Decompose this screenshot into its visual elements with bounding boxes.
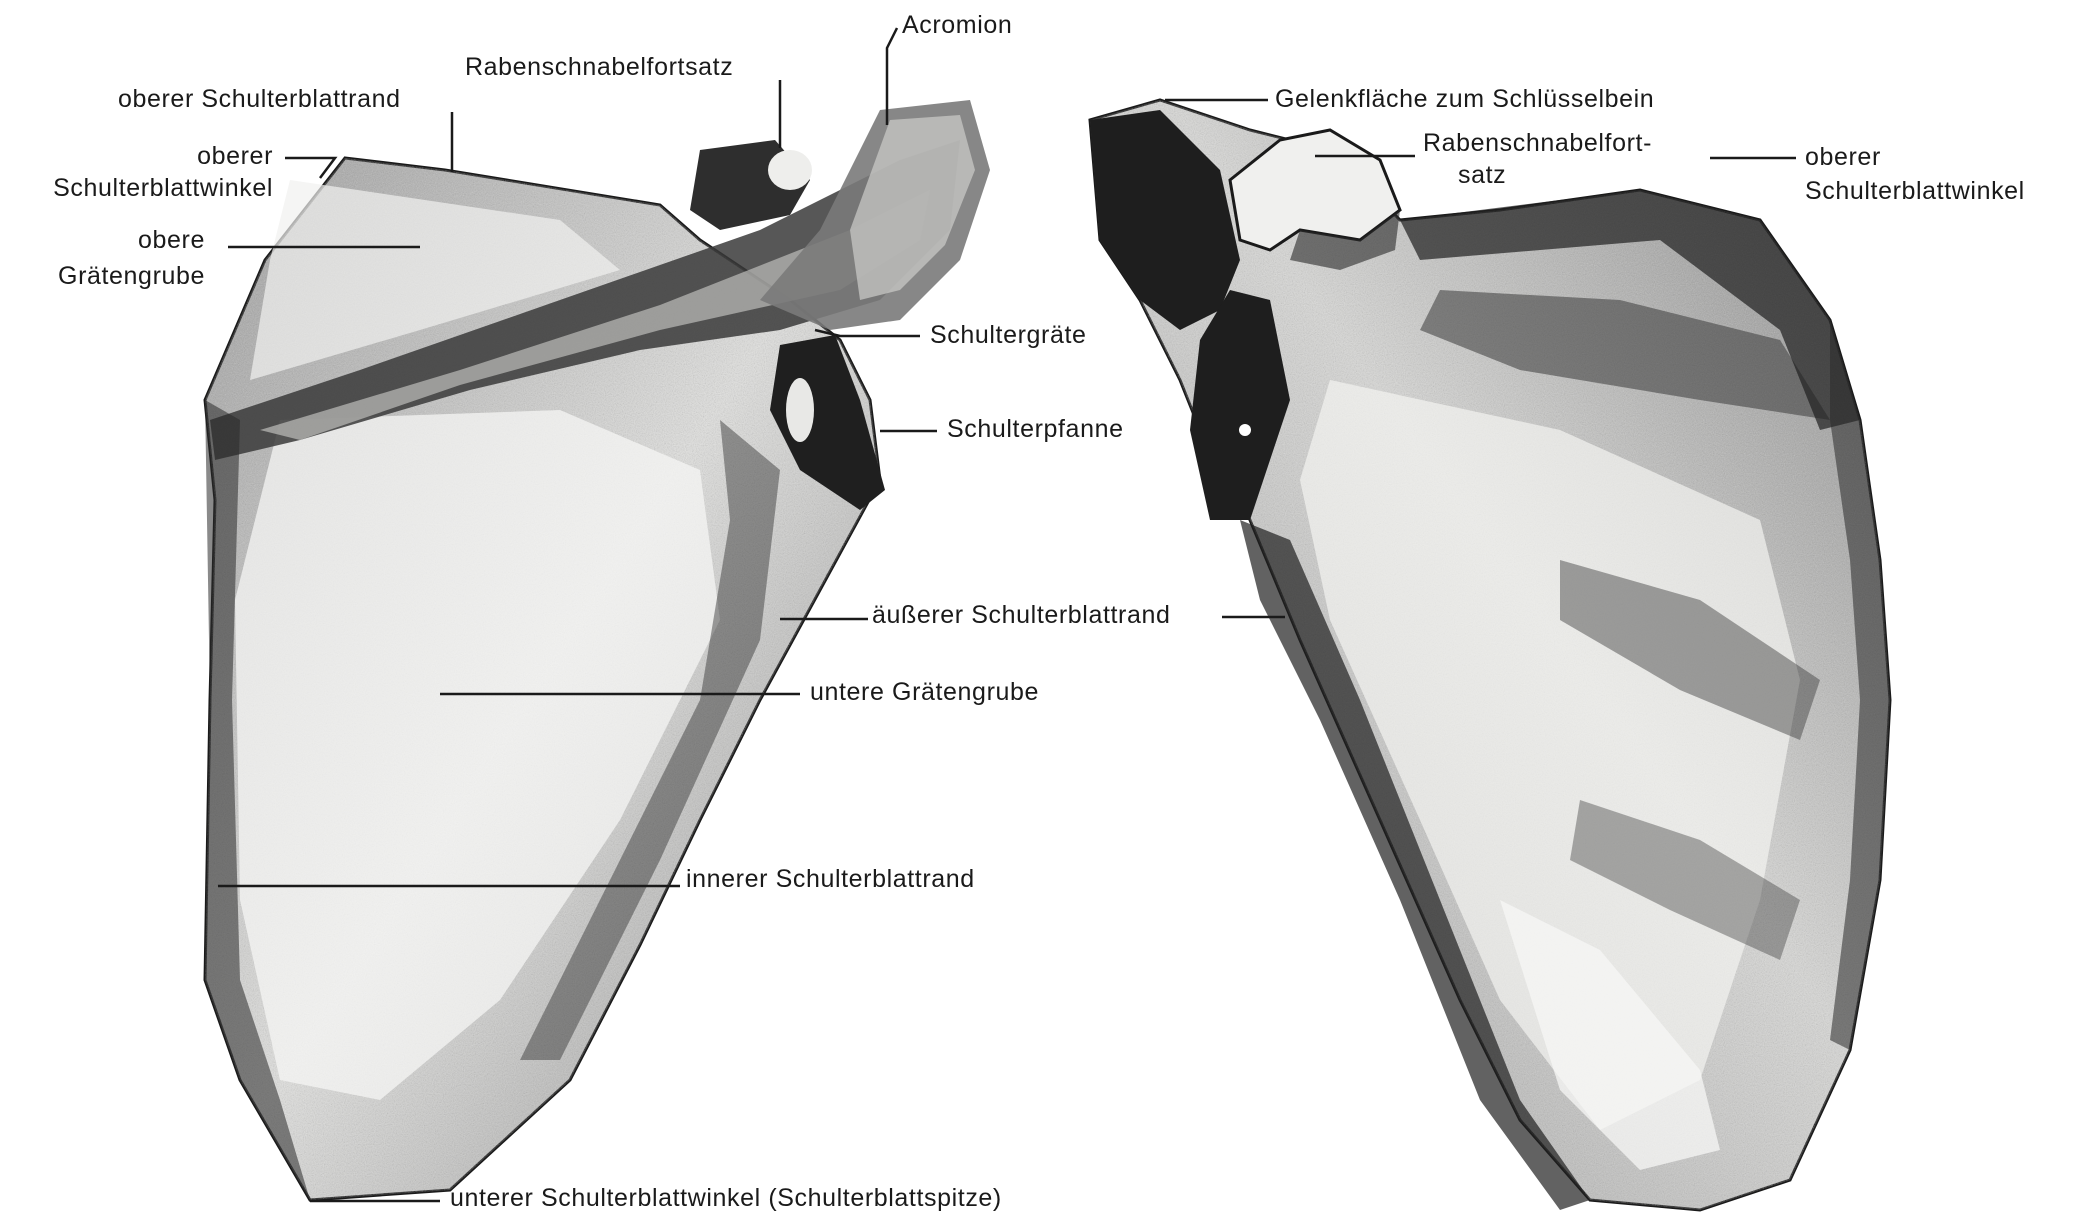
label-rabenschnabelfortsatz-right-1: Rabenschnabelfort-: [1423, 128, 1652, 158]
label-oberer-schulterblattwinkel-left-2: Schulterblattwinkel: [8, 173, 273, 203]
label-rabenschnabelfortsatz-left: Rabenschnabelfortsatz: [465, 52, 733, 82]
label-aeusserer-schulterblattrand: äußerer Schulterblattrand: [872, 600, 1170, 630]
label-rabenschnabelfortsatz-right-2: satz: [1458, 160, 1506, 190]
leader-oberer-schulterblattwinkel-left: [285, 158, 335, 178]
label-oberer-schulterblattwinkel-right-1: oberer: [1805, 142, 1881, 172]
label-innerer-schulterblattrand: innerer Schulterblattrand: [686, 864, 975, 894]
label-oberer-schulterblattrand: oberer Schulterblattrand: [118, 84, 401, 114]
left-scapula: [205, 100, 990, 1200]
label-obere-graetengrube-1: obere: [120, 225, 205, 255]
label-unterer-schulterblattwinkel: unterer Schulterblattwinkel (Schulterbla…: [450, 1183, 1002, 1213]
label-gelenkflaeche: Gelenkfläche zum Schlüsselbein: [1275, 84, 1654, 114]
label-schulterpfanne: Schulterpfanne: [947, 414, 1124, 444]
label-obere-graetengrube-2: Grätengrube: [38, 261, 205, 291]
right-scapula: [1090, 100, 1890, 1210]
label-acromion: Acromion: [902, 10, 1012, 40]
label-untere-graetengrube: untere Grätengrube: [810, 677, 1039, 707]
label-schultergraete: Schultergräte: [930, 320, 1087, 350]
label-oberer-schulterblattwinkel-right-2: Schulterblattwinkel: [1805, 176, 2025, 206]
label-oberer-schulterblattwinkel-left-1: oberer: [170, 141, 273, 171]
